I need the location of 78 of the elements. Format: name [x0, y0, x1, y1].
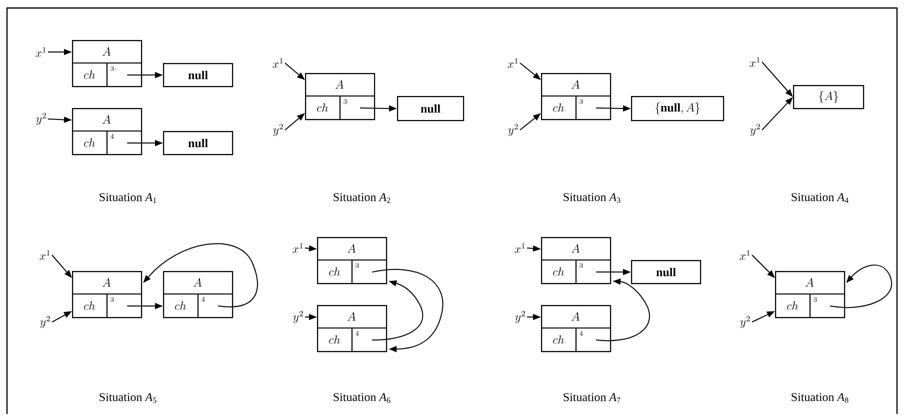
reference-number: $3$ [580, 99, 583, 104]
reference-number: $4$ [201, 297, 205, 302]
type-label: $A$ [806, 278, 814, 287]
field-name: $ch$ [787, 301, 798, 310]
object-box [72, 40, 142, 88]
caption: Situation A$_{8}$ [792, 393, 848, 403]
object-box [775, 271, 846, 318]
reference-number: $3$ [580, 263, 583, 268]
value-box: $\{A\}$ [793, 85, 864, 110]
reference-number: $4$ [579, 331, 583, 336]
variable-label: $x^{1}$ [292, 243, 303, 253]
curved-arrow [596, 278, 650, 342]
caption: Situation A$_{2}$ [334, 193, 390, 203]
variable-label: $x^{1}$ [36, 47, 46, 57]
reference-number: $3$ [110, 297, 114, 302]
type-label: $A$ [572, 80, 580, 89]
variable-label: $x^{1}$ [740, 250, 750, 260]
object-box [541, 73, 612, 120]
type-label: $A$ [336, 80, 344, 89]
variable-label: $y^{2}$ [293, 310, 303, 324]
variable-label: $y^{2}$ [740, 316, 750, 328]
type-label: $A$ [348, 244, 356, 253]
field-name: $ch$ [553, 103, 564, 112]
value-box: $\mathbf{null}$ [631, 260, 702, 284]
variable-label: $y^{2}$ [273, 124, 283, 136]
field-name: $ch$ [84, 138, 96, 147]
caption: Situation A$_{7}$ [564, 393, 620, 403]
field-name: $ch$ [175, 301, 186, 310]
curved-arrow [372, 280, 424, 341]
object-box [72, 108, 142, 156]
variable-label: $y^{2}$ [40, 316, 50, 328]
type-label: $A$ [102, 278, 111, 287]
value-box: $\mathbf{null}$ [163, 63, 234, 88]
value-box: $\{\mathbf{null}, A\}$ [631, 96, 724, 122]
caption: Situation A$_{6}$ [334, 393, 390, 403]
field-name: $ch$ [329, 335, 340, 344]
field-name: $ch$ [553, 267, 564, 276]
value-box: $\mathbf{null}$ [163, 131, 234, 156]
object-box [72, 271, 142, 318]
object-box [541, 237, 612, 284]
value-box: $\mathbf{null}$ [397, 96, 464, 122]
type-label: $A$ [572, 312, 580, 321]
reference-number: $4$ [110, 134, 114, 139]
variable-label: $y^{2}$ [750, 124, 760, 136]
type-label: $A$ [102, 47, 111, 56]
object-box [541, 305, 612, 352]
type-label: $A$ [348, 312, 356, 321]
object-box [317, 305, 388, 352]
curved-arrow [830, 264, 892, 308]
variable-label: $y^{2}$ [515, 310, 525, 324]
caption: Situation A$_{1}$ [100, 193, 156, 203]
curved-arrow [372, 268, 444, 352]
object-box [163, 271, 234, 318]
caption: Situation A$_{5}$ [100, 393, 156, 403]
variable-label: $x^{1}$ [750, 57, 760, 67]
type-label: $A$ [572, 244, 580, 253]
variable-label: $x^{1}$ [514, 243, 525, 253]
reference-number: $3$ [110, 66, 114, 71]
variable-label: $y^{2}$ [36, 112, 46, 126]
variable-label: $x^{1}$ [40, 250, 50, 260]
type-label: $A$ [102, 115, 111, 124]
field-name: $ch$ [84, 70, 96, 79]
variable-label: $x^{1}$ [272, 58, 283, 68]
field-name: $ch$ [329, 267, 340, 276]
field-name: $ch$ [84, 301, 96, 310]
object-box [317, 237, 388, 284]
caption: Situation A$_{4}$ [792, 193, 848, 203]
caption: Situation A$_{3}$ [564, 193, 620, 203]
field-name: $ch$ [317, 103, 328, 112]
object-box [305, 73, 376, 120]
reference-number: $3$ [356, 263, 359, 268]
reference-number: $3$ [814, 297, 817, 302]
variable-label: $y^{2}$ [508, 124, 518, 136]
type-label: $A$ [194, 278, 202, 287]
reference-number: $3$ [344, 99, 347, 104]
variable-label: $x^{1}$ [508, 58, 518, 68]
field-name: $ch$ [553, 335, 564, 344]
reference-number: $4$ [355, 331, 359, 336]
